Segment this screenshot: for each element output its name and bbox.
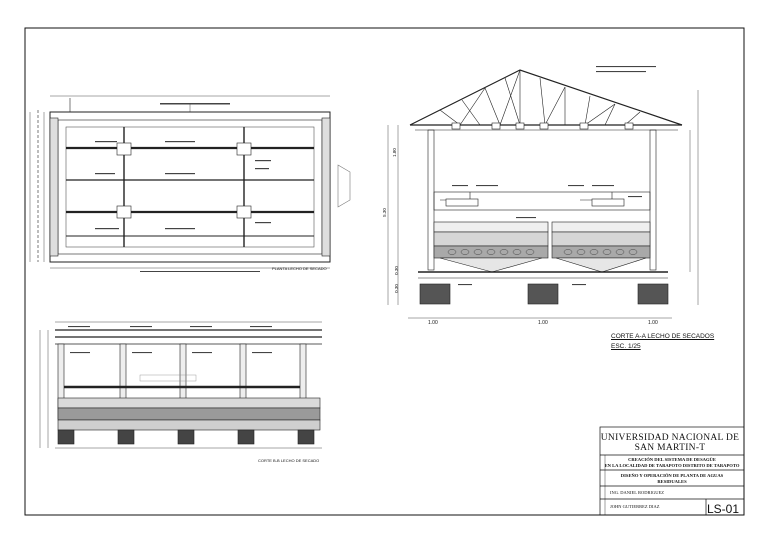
drawing-title-2: RESIDUALES (657, 479, 687, 484)
sheet-code: LS-01 (707, 502, 740, 516)
dimension-label: 1.80 (391, 148, 397, 157)
author-name: JOHN GUTIERREZ DIAZ (610, 504, 660, 509)
section-a-a-scale: ESC. 1/25 (611, 343, 641, 350)
dimension-label: 1.00 (538, 320, 548, 326)
plan-caption: PLANTA LECHO DE SECADO (272, 266, 327, 271)
section-a-a-view (387, 66, 699, 319)
dimension-label: 0.30 (393, 284, 399, 293)
side-section-view (39, 321, 322, 449)
sheet-border (24, 27, 745, 516)
drawing-title-1: DISEÑO Y OPERACIÓN DE PLANTA DE AGUAS (620, 473, 724, 478)
university-name: UNIVERSIDAD NACIONAL DE SAN MARTIN-T (600, 433, 740, 453)
side-section-caption: CORTE B-B LECHO DE SECADO (258, 458, 320, 463)
title-block (599, 426, 745, 516)
dimension-label: 5.30 (381, 208, 387, 217)
dimension-label: 1.00 (648, 320, 658, 326)
plan-view (29, 95, 351, 272)
project-line-2: EN LA LOCALIDAD DE TARAPOTO DISTRITO DE … (604, 463, 740, 468)
section-a-a-caption: CORTE A-A LECHO DE SECADOS (611, 333, 715, 340)
engineer-name: ING. DANIEL RODRIGUEZ (610, 490, 664, 495)
dimension-label: 0.30 (393, 266, 399, 275)
dimension-label: 1.00 (428, 320, 438, 326)
project-line-1: CREACIÓN DEL SISTEMA DE DESAGÜE (628, 457, 716, 462)
